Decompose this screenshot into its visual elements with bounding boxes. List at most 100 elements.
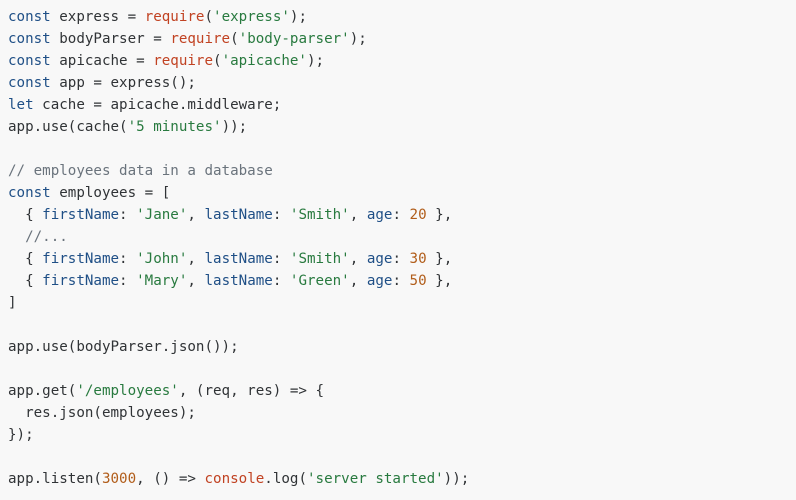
code-token-plain: { <box>8 251 43 267</box>
code-line: ] <box>8 292 796 314</box>
code-token-plain: : <box>272 251 290 267</box>
code-token-plain: apicache = <box>50 53 154 69</box>
code-token-plain: )); <box>443 471 470 487</box>
code-token-keyword: const <box>8 75 51 91</box>
code-token-plain: , <box>187 251 205 267</box>
code-token-string: 'Green' <box>289 273 350 289</box>
code-token-number: 50 <box>409 273 427 289</box>
code-token-string: 'server started' <box>307 471 444 487</box>
code-token-keyword: const <box>8 53 51 69</box>
code-line: { firstName: 'Jane', lastName: 'Smith', … <box>8 204 796 226</box>
code-token-prop: firstName <box>42 207 120 223</box>
code-token-string: '5 minutes' <box>127 119 222 135</box>
code-line: let cache = apicache.middleware; <box>8 94 796 116</box>
code-token-keyword: let <box>8 97 34 113</box>
code-token-plain: }, <box>426 273 453 289</box>
blank-line <box>8 314 796 336</box>
code-token-plain: employees = [ <box>50 185 171 201</box>
code-token-plain: , <box>187 207 205 223</box>
code-token-plain: : <box>392 273 410 289</box>
code-token-function: require <box>170 31 231 47</box>
code-token-comment: // employees data in a database <box>8 163 273 179</box>
code-token-plain: , <box>187 273 205 289</box>
code-token-plain: ( <box>230 31 239 47</box>
code-token-prop: age <box>366 207 393 223</box>
blank-line <box>8 138 796 160</box>
code-token-string: '/employees' <box>76 383 179 399</box>
code-line: { firstName: 'Mary', lastName: 'Green', … <box>8 270 796 292</box>
code-token-string: 'Jane' <box>136 207 188 223</box>
code-token-plain: express = <box>50 9 145 25</box>
code-token-plain: , () => <box>136 471 205 487</box>
code-token-plain: , (req, res) => { <box>178 383 325 399</box>
code-token-plain: }, <box>426 207 453 223</box>
code-token-plain: }); <box>8 427 34 443</box>
code-line: app.use(bodyParser.json()); <box>8 336 796 358</box>
code-token-number: 20 <box>409 207 427 223</box>
code-token-plain: , <box>349 273 367 289</box>
code-line: res.json(employees); <box>8 402 796 424</box>
code-token-plain: cache = apicache.middleware; <box>33 97 282 113</box>
code-token-plain: res.json(employees); <box>8 405 196 421</box>
code-token-plain: { <box>8 207 43 223</box>
code-token-plain: )); <box>221 119 248 135</box>
code-line: const bodyParser = require('body-parser'… <box>8 28 796 50</box>
code-token-string: 'Smith' <box>289 251 350 267</box>
blank-line <box>8 446 796 468</box>
code-token-function: require <box>153 53 214 69</box>
code-token-plain: , <box>349 207 367 223</box>
code-token-plain: : <box>119 251 137 267</box>
code-token-plain: : <box>392 207 410 223</box>
code-token-string: 'express' <box>213 9 290 25</box>
code-lines: const express = require('express');const… <box>8 6 796 490</box>
code-token-string: 'apicache' <box>221 53 307 69</box>
code-token-plain: : <box>272 207 290 223</box>
code-token-plain: }, <box>426 251 453 267</box>
code-token-plain: : <box>119 273 137 289</box>
code-token-plain: ( <box>204 9 214 25</box>
code-token-comment: //... <box>8 229 68 245</box>
code-token-prop: lastName <box>204 251 273 267</box>
code-line: const apicache = require('apicache'); <box>8 50 796 72</box>
code-token-plain: bodyParser = <box>50 31 171 47</box>
code-line: { firstName: 'John', lastName: 'Smith', … <box>8 248 796 270</box>
code-token-prop: age <box>366 273 393 289</box>
code-line: app.use(cache('5 minutes')); <box>8 116 796 138</box>
code-token-plain: app = express(); <box>50 75 196 91</box>
code-token-plain: ); <box>306 53 325 69</box>
code-token-plain: .log( <box>264 471 307 487</box>
blank-line <box>8 358 796 380</box>
code-token-plain: : <box>392 251 410 267</box>
code-line: }); <box>8 424 796 446</box>
code-line: app.get('/employees', (req, res) => { <box>8 380 796 402</box>
code-token-plain: app.use(cache( <box>8 119 128 135</box>
code-line: const express = require('express'); <box>8 6 796 28</box>
code-token-plain: : <box>272 273 290 289</box>
code-token-function: console <box>204 471 265 487</box>
code-token-plain: app.listen( <box>8 471 102 487</box>
code-token-prop: firstName <box>42 273 120 289</box>
code-token-plain: , <box>349 251 367 267</box>
code-token-function: require <box>144 9 205 25</box>
code-token-keyword: const <box>8 9 51 25</box>
code-line: app.listen(3000, () => console.log('serv… <box>8 468 796 490</box>
code-token-plain: ); <box>349 31 367 47</box>
code-token-plain: app.get( <box>8 383 77 399</box>
code-token-plain: ] <box>8 295 17 311</box>
code-token-keyword: const <box>8 185 51 201</box>
code-token-plain: : <box>119 207 137 223</box>
code-token-number: 3000 <box>101 471 137 487</box>
code-token-string: 'body-parser' <box>238 31 350 47</box>
code-token-number: 30 <box>409 251 427 267</box>
code-token-prop: lastName <box>204 207 273 223</box>
code-token-prop: lastName <box>204 273 273 289</box>
code-line: // employees data in a database <box>8 160 796 182</box>
code-token-prop: age <box>366 251 393 267</box>
code-token-keyword: const <box>8 31 51 47</box>
code-token-plain: app.use(bodyParser.json()); <box>8 339 239 355</box>
code-token-string: 'Smith' <box>289 207 350 223</box>
code-line: //... <box>8 226 796 248</box>
code-token-prop: firstName <box>42 251 120 267</box>
code-token-string: 'Mary' <box>136 273 188 289</box>
